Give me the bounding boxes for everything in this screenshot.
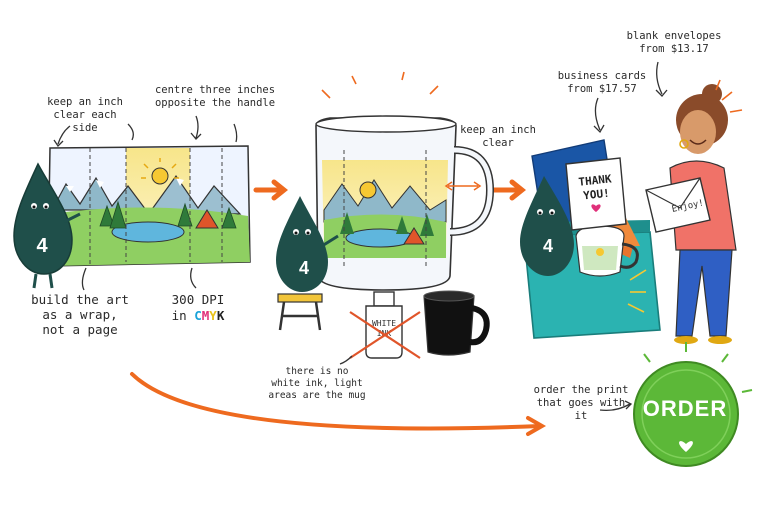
no-symbol-icon [349, 311, 421, 359]
mascot-number: 4 [543, 236, 553, 256]
mug-preview [315, 71, 495, 291]
mascot-drop-3: 4 [520, 176, 574, 276]
note-business-cards: business cards from $17.57 [557, 70, 647, 95]
mascot-drop-2: 4 [276, 196, 339, 331]
note-envelopes: blank envelopes from $13.17 [626, 30, 722, 55]
return-arrow [130, 372, 547, 436]
color-mode: in CMYK [146, 308, 250, 324]
person-with-envelope [669, 79, 743, 344]
order-button-graphic [633, 342, 753, 467]
svg-text:WHITE: WHITE [372, 319, 396, 328]
mascot-drop-1: 4 [13, 162, 81, 289]
note-build-wrap: build the art as a wrap, not a page [31, 292, 129, 337]
step-arrow-2 [491, 179, 527, 201]
note-keep-clear: keep an inch clear [460, 124, 536, 149]
svg-text:YOU!: YOU! [583, 187, 611, 203]
cmyk-letter: K [216, 308, 225, 323]
cmyk-letters: CMYK [194, 308, 224, 323]
dpi-in-word: in [171, 308, 187, 323]
flat-wrap-artwork [47, 145, 251, 267]
black-mug [423, 290, 490, 356]
note-keep-sides: keep an inch clear each side [47, 96, 123, 134]
note-no-white-ink: there is no white ink, light areas are t… [268, 366, 366, 401]
mascot-number: 4 [299, 258, 309, 278]
cmyk-letter: C [194, 308, 202, 323]
order-button[interactable]: ORDER [642, 396, 728, 421]
note-centre-art: centre three inches opposite the handle [154, 84, 276, 109]
note-dpi-cmyk: 300 DPI in CMYK [146, 292, 250, 324]
white-ink-bottle: WHITE INK [349, 291, 421, 359]
envelope: Enjoy! [645, 177, 711, 233]
cmyk-letter: M [201, 308, 210, 323]
cmyk-letter: Y [209, 308, 217, 323]
thank-you-card: THANK YOU! [565, 157, 627, 231]
dpi-value: 300 DPI [171, 292, 225, 307]
svg-text:THANK: THANK [578, 172, 613, 188]
step-arrow-1 [253, 179, 289, 201]
mascot-number: 4 [36, 235, 48, 257]
note-order-print: order the print that goes with it [533, 384, 629, 422]
